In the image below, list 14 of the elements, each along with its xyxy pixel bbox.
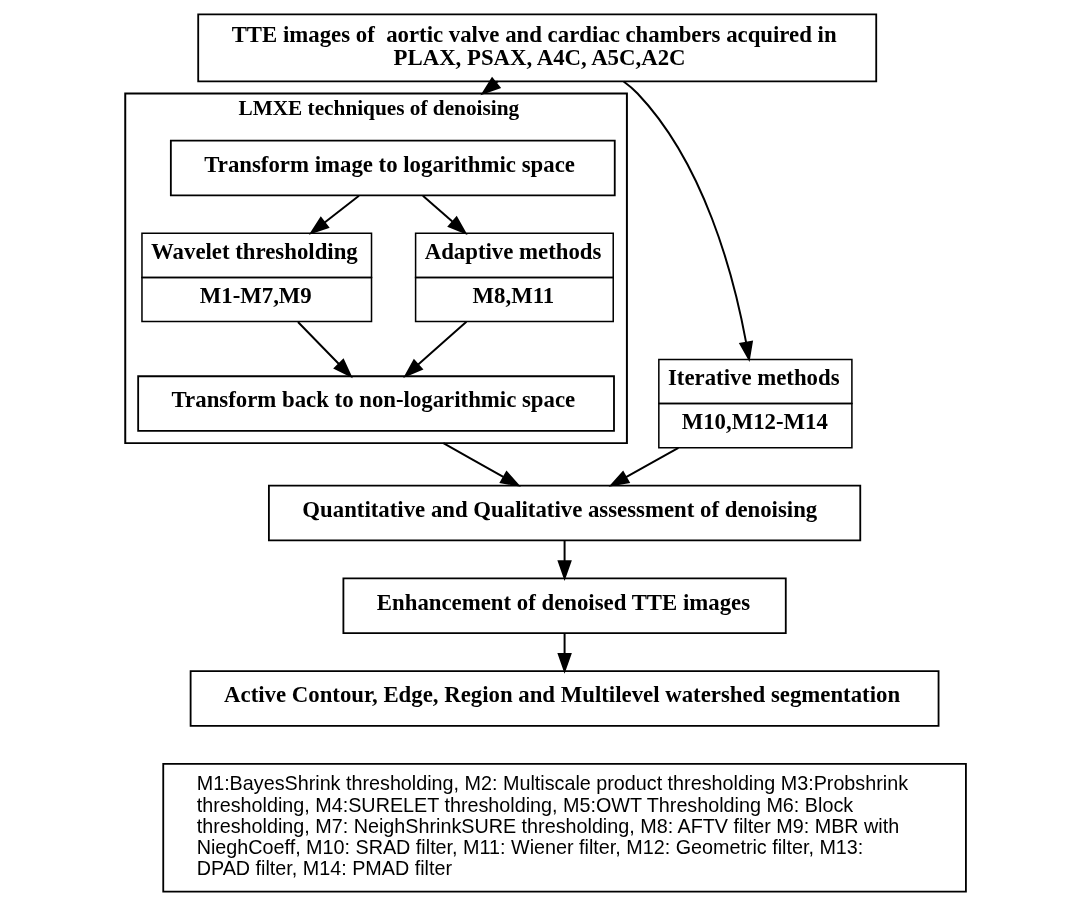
node-box: Transform back to non-logarithmic space [137, 375, 615, 432]
arrow [421, 194, 468, 235]
arrow [557, 539, 572, 582]
node-box: M1:BayesShrink thresholding, M2: Multiscale product thresholding M3:Probshrink thresholding, M4:SURELET thresholding, M5:OWT Thresholding M6: Block thresholding, M7: NeighShrinkSURE thresholding, M8: AFTV filter M9: MBR with NieghCoeff, M10: SRAD filter, M11: Wiener filter, M12: Geometric filter, M13: DPAD filter, M14: PMAD filter [162, 762, 967, 893]
node-box: Quantitative and Qualitative assessment of denoising [268, 484, 862, 542]
arrow [403, 320, 468, 378]
arrow [297, 321, 353, 379]
arrow [557, 632, 572, 674]
arrow [442, 442, 521, 487]
arrow [308, 194, 360, 235]
arrow [608, 446, 680, 487]
node-box: Active Contour, Edge, Region and Multilevel watershed segmentation [189, 670, 940, 727]
node-box: Transform image to logarithmic space [169, 139, 616, 197]
node-box: Enhancement of denoised TTE images [342, 577, 787, 635]
